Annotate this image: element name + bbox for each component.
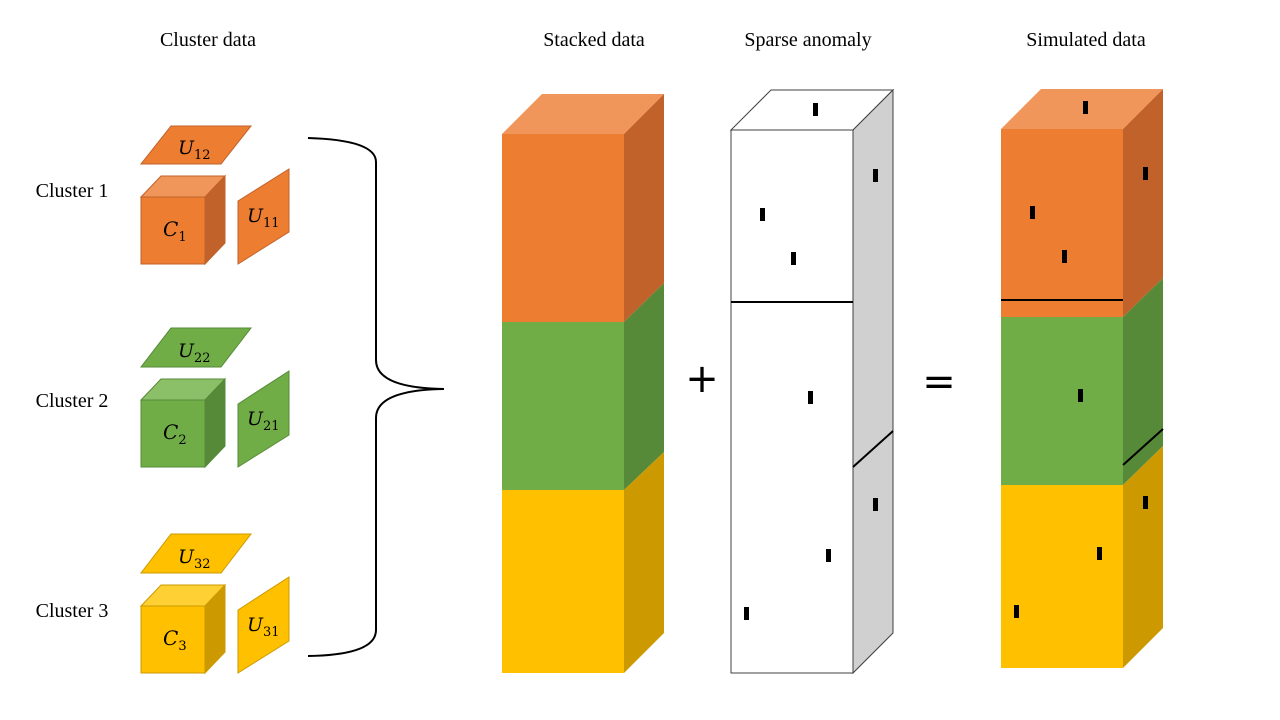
core-c3-front (140, 605, 206, 674)
factor-u21-label: U21 (247, 408, 280, 434)
simulated-orange-block (1001, 129, 1123, 317)
anomaly-entry (791, 252, 796, 265)
factor-u32-label: U32 (178, 546, 211, 572)
factor-u21-plane (237, 370, 290, 468)
core-c1-label: C1 (163, 217, 187, 245)
simulated-yellow-block (1001, 485, 1123, 668)
plus-operator: + (685, 356, 719, 402)
factor-u22-plane (139, 327, 253, 368)
anomaly-entry (873, 498, 878, 511)
anomaly-entry (873, 169, 878, 182)
grouping-brace (307, 137, 445, 657)
factor-u12-plane (139, 125, 253, 165)
factor-u31-plane (237, 576, 290, 674)
stacked-yellow-block (502, 490, 624, 673)
cluster-2-label: Cluster 2 (36, 390, 109, 412)
stacked-orange-block (502, 134, 624, 322)
simulated-anomaly-entry (1014, 605, 1019, 618)
simulated-anomaly-entry (1143, 167, 1148, 180)
simulated-green-block (1001, 317, 1123, 485)
cluster-1-label: Cluster 1 (36, 180, 109, 202)
stacked-top-face (502, 94, 664, 134)
core-c2-front (140, 399, 206, 468)
core-c1-front (140, 196, 206, 265)
factor-u31-label: U31 (247, 614, 280, 640)
cluster-3-group: Cluster 3 U32 C3 U31 (36, 533, 290, 675)
cluster-2-group: Cluster 2 U22 C2 U21 (36, 327, 290, 469)
anomaly-front-face (730, 129, 854, 674)
anomaly-entry (760, 208, 765, 221)
stacked-yellow-side (624, 452, 664, 673)
anomaly-entry (813, 103, 818, 116)
stacked-green-block (502, 322, 624, 490)
factor-u32-plane (139, 533, 253, 574)
stacked-orange-side (624, 94, 664, 322)
stacked-data-column (502, 94, 664, 673)
simulated-anomaly-entry (1083, 101, 1088, 114)
stacked-green-side (624, 283, 664, 490)
anomaly-boundary-side (852, 430, 894, 468)
anomaly-entry (744, 607, 749, 620)
cluster-3-label: Cluster 3 (36, 600, 109, 622)
factor-u22-label: U22 (178, 340, 211, 366)
factor-u11-plane (237, 168, 290, 265)
heading-cluster-data: Cluster data (160, 29, 256, 51)
heading-simulated-data: Simulated data (1026, 29, 1146, 51)
anomaly-entry (826, 549, 831, 562)
equals-operator: = (922, 359, 956, 405)
simulated-top-face (1001, 89, 1163, 129)
simulated-orange-side (1123, 89, 1163, 317)
simulated-anomaly-entry (1097, 547, 1102, 560)
simulated-anomaly-entry (1078, 389, 1083, 402)
core-c3-label: C3 (163, 626, 187, 654)
sparse-anomaly-column (729, 88, 895, 675)
simulated-yellow-side (1123, 446, 1163, 668)
factor-u11-label: U11 (247, 205, 280, 231)
simulated-anomaly-entry (1062, 250, 1067, 263)
simulated-anomaly-entry (1143, 496, 1148, 509)
core-c2-label: C2 (163, 420, 187, 448)
simulated-boundary-side (1122, 428, 1164, 466)
cluster-1-group: Cluster 1 U12 C1 U11 (36, 125, 290, 266)
simulated-data-column (1001, 89, 1164, 668)
heading-stacked-data: Stacked data (543, 29, 645, 51)
simulated-green-side (1123, 278, 1163, 485)
factor-u12-label: U12 (178, 137, 211, 163)
simulated-anomaly-entry (1030, 206, 1035, 219)
heading-sparse-anomaly: Sparse anomaly (744, 29, 871, 51)
anomaly-entry (808, 391, 813, 404)
